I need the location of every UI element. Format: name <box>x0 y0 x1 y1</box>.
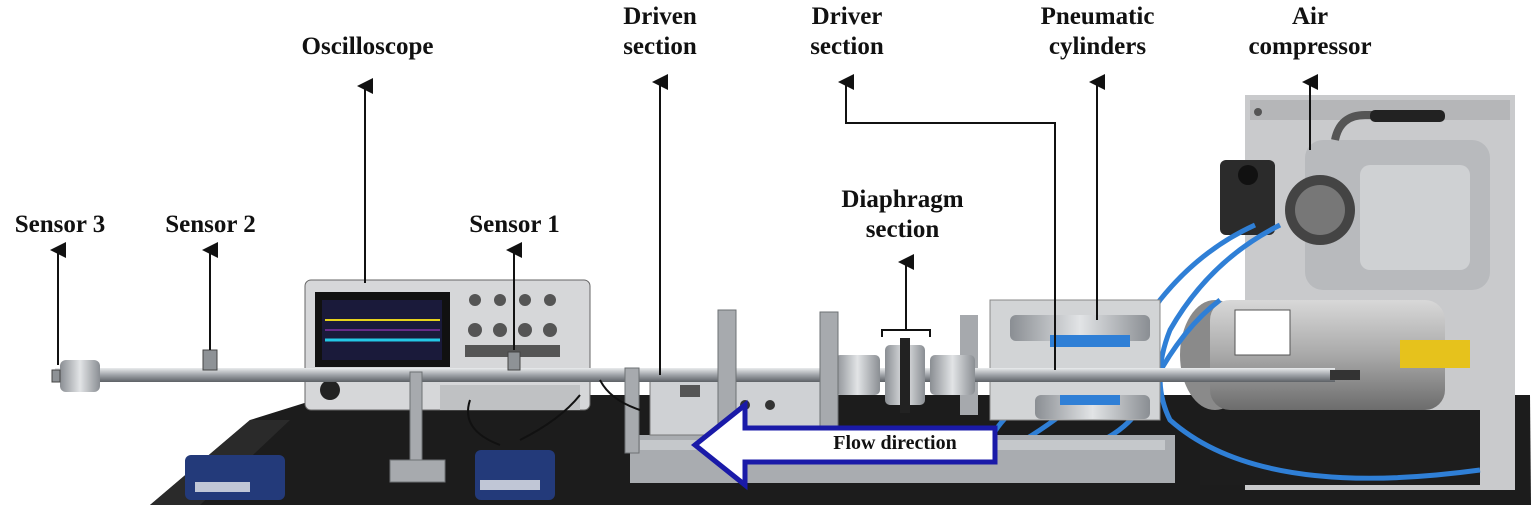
sensor-1-label: Sensor 1 <box>452 210 577 240</box>
sensor-1-label-text: Sensor 1 <box>469 211 560 238</box>
driver-section-label-line1: Driver <box>811 3 883 30</box>
sensor-3-label: Sensor 3 <box>0 210 120 240</box>
flow-direction-arrow <box>690 399 998 491</box>
sensor-2-label: Sensor 2 <box>148 210 273 240</box>
shock-tube <box>55 338 1360 413</box>
sensor-3-label-text: Sensor 3 <box>14 211 106 238</box>
leader-driver-section <box>838 74 1056 370</box>
pneumatic-cylinders-label: Pneumatic cylinders <box>1020 2 1175 62</box>
air-compressor <box>1180 110 1490 485</box>
diaphragm-section-label-line1: Diaphragm <box>841 186 964 213</box>
diaphragm-section-label: Diaphragm section <box>815 185 990 245</box>
diaphragm-bracket <box>881 329 931 337</box>
driven-section-label: Driven section <box>600 2 720 62</box>
air-compressor-label-line2: compressor <box>1248 33 1372 60</box>
diaphragm-section-label-line2: section <box>865 216 940 243</box>
daq-modules <box>185 450 555 500</box>
sensors <box>51 349 521 383</box>
driver-section-label-line2: section <box>810 33 884 60</box>
driven-section-label-line1: Driven <box>623 3 697 30</box>
oscilloscope <box>304 279 591 411</box>
cables <box>467 379 641 446</box>
oscilloscope-label: Oscilloscope <box>285 32 450 62</box>
driver-section-assembly <box>960 299 1161 421</box>
flow-direction-label: Flow direction <box>833 432 957 454</box>
air-compressor-label: Air compressor <box>1220 2 1400 62</box>
sensor-2-label-text: Sensor 2 <box>165 211 256 238</box>
driven-section-label-line2: section <box>623 33 697 60</box>
pneumatic-cylinders-label-line1: Pneumatic <box>1040 3 1155 30</box>
driver-section-label: Driver section <box>787 2 907 62</box>
label-leader-lines <box>50 74 1318 375</box>
oscilloscope-label-text: Oscilloscope <box>301 33 434 60</box>
air-compressor-label-line1: Air <box>1291 3 1329 30</box>
pneumatic-cylinders-label-line2: cylinders <box>1048 33 1147 60</box>
